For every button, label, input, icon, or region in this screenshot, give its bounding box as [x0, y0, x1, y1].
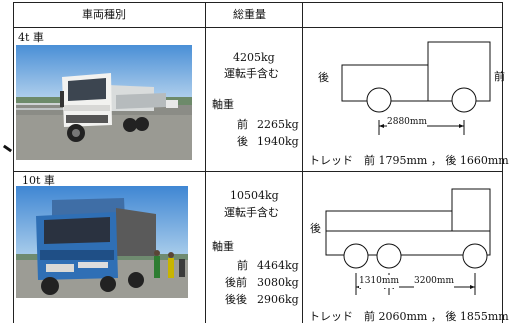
row1-axle-rear-pos: 後	[237, 135, 248, 148]
row2-axle-front-pos: 前	[237, 259, 248, 272]
row1-rear-label: 後	[318, 71, 329, 84]
row2-axle-rearrear-weight: 2906kg	[257, 293, 299, 306]
row2-rear-label: 後	[310, 222, 321, 235]
row2-axle-rearrear-pos: 後後	[225, 293, 247, 306]
row2-axle-title: 軸重	[212, 240, 234, 253]
table-top-border	[13, 2, 503, 3]
col-divider-2	[302, 2, 303, 323]
row2-axle-rearfront-weight: 3080kg	[257, 276, 299, 289]
row2-axle-front-weight: 4464kg	[257, 259, 299, 272]
row2-driver-note: 運転手含む	[224, 206, 279, 219]
row1-axle-diagram	[304, 30, 502, 170]
row1-type-label: 4t 車	[18, 31, 44, 44]
row1-front-label: 前	[494, 70, 505, 83]
row2-rear-front-wheel	[376, 243, 402, 269]
row1-driver-note: 運転手含む	[224, 67, 279, 80]
row2-axle-rearfront-pos: 後前	[225, 276, 247, 289]
margin-mark	[2, 144, 13, 153]
row2-tread-text: トレッド 前 2060mm ， 後 1855mm	[309, 310, 509, 323]
row1-axle-front-weight: 2265kg	[257, 118, 299, 131]
row1-wheelbase-label: 2880mm	[387, 116, 427, 129]
row1-truck-photo	[16, 45, 192, 160]
right-border	[502, 2, 503, 323]
row1-axle-front-pos: 前	[237, 118, 248, 131]
row1-total-weight: 4205kg	[233, 51, 275, 64]
row2-wheelbase-front-label: 3200mm	[414, 275, 454, 288]
left-border	[13, 2, 14, 323]
row2-rear-rear-wheel	[343, 243, 369, 269]
row2-wheelbase-rear-label: 1310mm	[359, 275, 399, 288]
row1-axle-title: 軸重	[212, 98, 234, 111]
row1-rear-wheel	[366, 87, 392, 113]
row2-front-wheel	[462, 243, 488, 269]
row1-bottom-border	[13, 171, 503, 172]
header-bottom-border	[13, 27, 503, 28]
row1-front-wheel	[451, 87, 477, 113]
row1-tread-text: トレッド 前 1795mm ， 後 1660mm	[309, 154, 509, 167]
row2-type-label: 10t 車	[22, 174, 55, 187]
header-vehicle-type: 車両種別	[82, 8, 126, 21]
row2-total-weight: 10504kg	[230, 189, 279, 202]
row2-truck-photo	[16, 186, 188, 298]
header-gross-weight: 総重量	[233, 8, 266, 21]
col-divider-1	[205, 2, 206, 323]
row2-axle-diagram	[304, 173, 502, 313]
row1-axle-rear-weight: 1940kg	[257, 135, 299, 148]
